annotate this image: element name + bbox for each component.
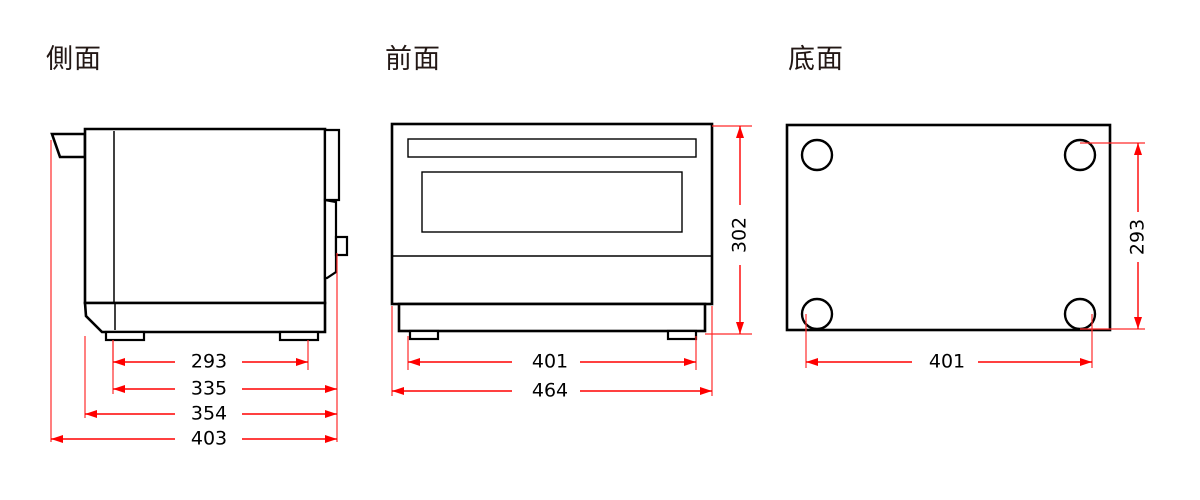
bottom-dim-293: 293 [1127,143,1149,329]
side-dim-335-arrow-left [113,385,125,393]
side-dim-354-label: 354 [191,403,227,425]
side-door-lower [323,198,338,280]
bottom-dim-401-arrow-right [1080,358,1092,366]
bottom-foot-hole-bottom-right [1063,297,1097,331]
front-door-window [421,171,683,233]
side-handle-knob [334,235,349,257]
view-title-side: 側面 [46,44,102,75]
side-dim-335-arrow-right [325,385,337,393]
bottom-dim-401-label: 401 [929,351,965,373]
front-dim-302-arrow-bottom [736,322,744,334]
bottom-view-drawing: 293 401 [785,123,1149,373]
view-title-front: 前面 [385,44,441,75]
side-dim-403-arrow-left [51,435,63,443]
side-dim-354: 354 [85,403,337,425]
side-rear-tab [50,132,87,159]
front-dim-302-arrow-top [736,126,744,138]
front-view-drawing: 302 401 464 [390,122,752,402]
bottom-foot-hole-bottom-left [800,297,834,331]
side-view-drawing: 293 335 354 [50,127,349,450]
front-dim-464: 464 [392,380,712,402]
side-body-outline [83,127,327,305]
bottom-dim-293-arrow-bottom [1134,317,1142,329]
side-dim-335: 335 [113,378,337,400]
front-dim-302: 302 [729,126,751,334]
side-foot-rear [278,330,320,342]
front-dim-464-arrow-left [392,387,404,395]
side-dim-335-label: 335 [191,378,227,400]
bottom-dim-401: 401 [806,351,1092,373]
side-dim-354-arrow-right [325,410,337,418]
front-dim-464-arrow-right [700,387,712,395]
side-dim-293-arrow-right [296,358,308,366]
side-dim-293-label: 293 [191,351,227,373]
front-dim-464-label: 464 [532,380,568,402]
front-dim-302-label: 302 [729,217,751,253]
bottom-dim-293-arrow-top [1134,143,1142,155]
bottom-plate-outline [785,123,1112,332]
front-foot-right [666,329,698,341]
view-title-bottom: 底面 [788,44,844,75]
side-dim-403-label: 403 [191,428,227,450]
bottom-dim-293-label: 293 [1127,219,1149,255]
bottom-foot-hole-top-left [800,138,834,172]
bottom-foot-hole-top-right [1063,138,1097,172]
front-dim-401: 401 [408,351,696,373]
side-dim-293-arrow-left [113,358,125,366]
side-foot-front [104,330,146,342]
side-dim-403: 403 [51,428,337,450]
side-dim-403-arrow-right [325,435,337,443]
side-door-panel [323,128,341,202]
front-base-outline [397,302,707,333]
front-foot-left [408,329,440,341]
side-base-outline [83,301,327,334]
front-dim-401-arrow-left [408,358,420,366]
bottom-dim-401-arrow-left [806,358,818,366]
front-top-slot [407,138,697,158]
side-dim-293: 293 [113,351,308,373]
side-dim-354-arrow-left [85,410,97,418]
front-dim-401-label: 401 [532,351,568,373]
front-dim-401-arrow-right [684,358,696,366]
